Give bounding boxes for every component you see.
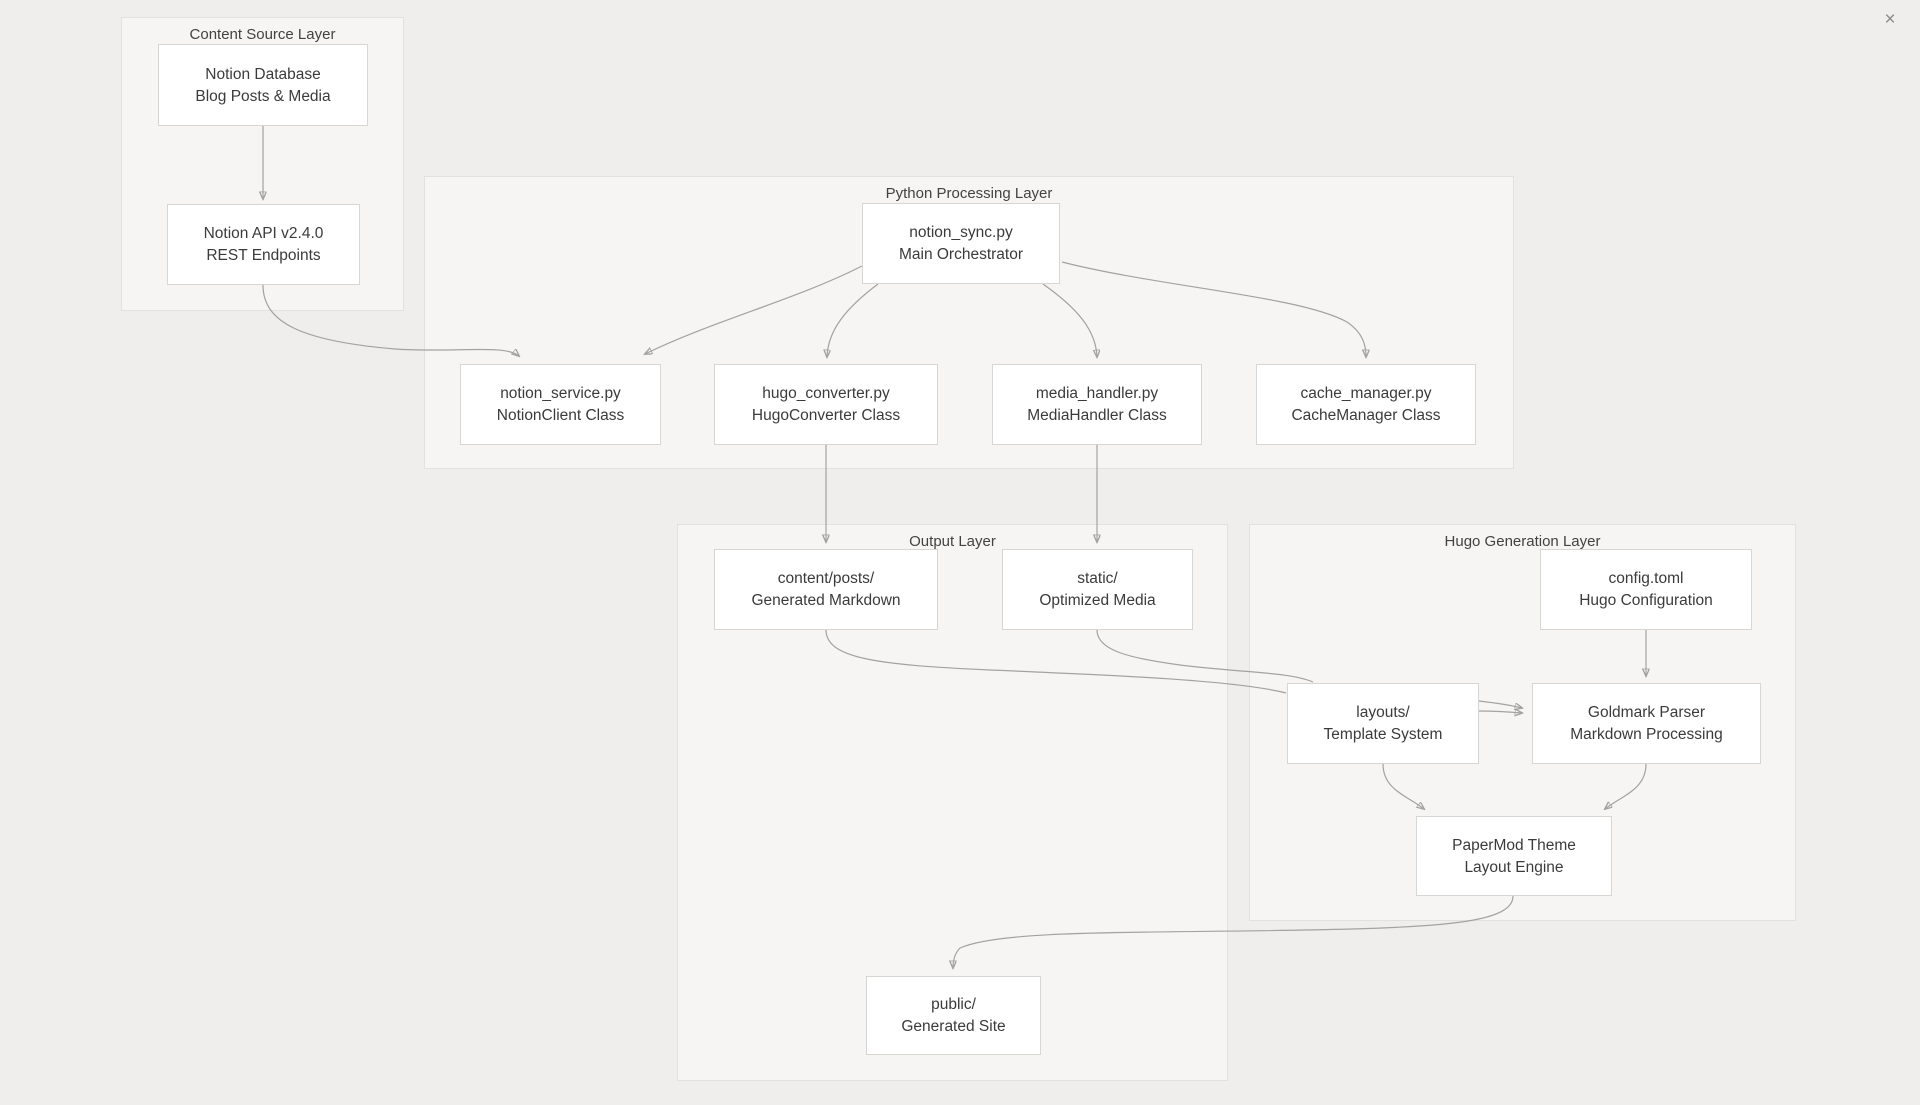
close-icon[interactable]: × (1884, 9, 1896, 30)
node-notion-database: Notion Database Blog Posts & Media (158, 44, 368, 126)
node-notion-service-line2: NotionClient Class (496, 407, 625, 424)
node-hugo-converter-line1: hugo_converter.py (762, 385, 890, 402)
node-notion-api: Notion API v2.4.0 REST Endpoints (167, 204, 360, 285)
node-media-handler-line1: media_handler.py (1035, 385, 1159, 402)
group-title-content-source-layer: Content Source Layer (189, 26, 336, 43)
node-notion-sync-line1: notion_sync.py (909, 224, 1013, 241)
node-layouts-line2: Template System (1323, 726, 1443, 743)
group-title-output-layer: Output Layer (909, 533, 996, 550)
node-static-line1: static/ (1077, 570, 1118, 587)
node-goldmark: Goldmark Parser Markdown Processing (1532, 683, 1761, 764)
node-goldmark-line1: Goldmark Parser (1587, 704, 1706, 721)
node-static-line2: Optimized Media (1039, 592, 1156, 609)
node-papermod-line2: Layout Engine (1464, 858, 1564, 876)
node-static: static/ Optimized Media (1002, 549, 1193, 630)
group-title-python-processing-layer: Python Processing Layer (885, 185, 1053, 202)
node-layouts: layouts/ Template System (1287, 683, 1479, 764)
node-media-handler: media_handler.py MediaHandler Class (992, 364, 1202, 445)
node-layouts-line1: layouts/ (1356, 704, 1410, 721)
node-config-toml: config.toml Hugo Configuration (1540, 549, 1752, 630)
node-cache-manager-line2: CacheManager Class (1291, 407, 1441, 424)
node-hugo-converter: hugo_converter.py HugoConverter Class (714, 364, 938, 445)
node-config-toml-line2: Hugo Configuration (1579, 592, 1713, 609)
node-notion-api-line1: Notion API v2.4.0 (203, 225, 324, 242)
node-public: public/ Generated Site (866, 976, 1041, 1055)
node-notion-database-line2: Blog Posts & Media (195, 87, 331, 105)
node-config-toml-line1: config.toml (1608, 570, 1684, 587)
node-notion-api-line2: REST Endpoints (206, 247, 321, 264)
node-cache-manager: cache_manager.py CacheManager Class (1256, 364, 1476, 445)
node-media-handler-line2: MediaHandler Class (1027, 407, 1167, 424)
node-notion-sync: notion_sync.py Main Orchestrator (862, 203, 1060, 284)
node-papermod-line1: PaperMod Theme (1452, 836, 1576, 854)
node-notion-database-line1: Notion Database (205, 65, 321, 83)
node-public-line2: Generated Site (901, 1018, 1006, 1035)
node-hugo-converter-line2: HugoConverter Class (751, 407, 901, 424)
node-notion-service: notion_service.py NotionClient Class (460, 364, 661, 445)
node-content-posts-line2: Generated Markdown (751, 592, 901, 609)
node-notion-service-line1: notion_service.py (500, 385, 621, 402)
node-notion-sync-line2: Main Orchestrator (898, 246, 1024, 263)
group-title-hugo-generation-layer: Hugo Generation Layer (1444, 533, 1601, 550)
node-content-posts: content/posts/ Generated Markdown (714, 549, 938, 630)
node-public-line1: public/ (931, 996, 976, 1013)
node-goldmark-line2: Markdown Processing (1570, 726, 1723, 743)
node-papermod: PaperMod Theme Layout Engine (1416, 816, 1612, 896)
node-cache-manager-line1: cache_manager.py (1300, 385, 1432, 402)
node-content-posts-line1: content/posts/ (777, 570, 875, 587)
